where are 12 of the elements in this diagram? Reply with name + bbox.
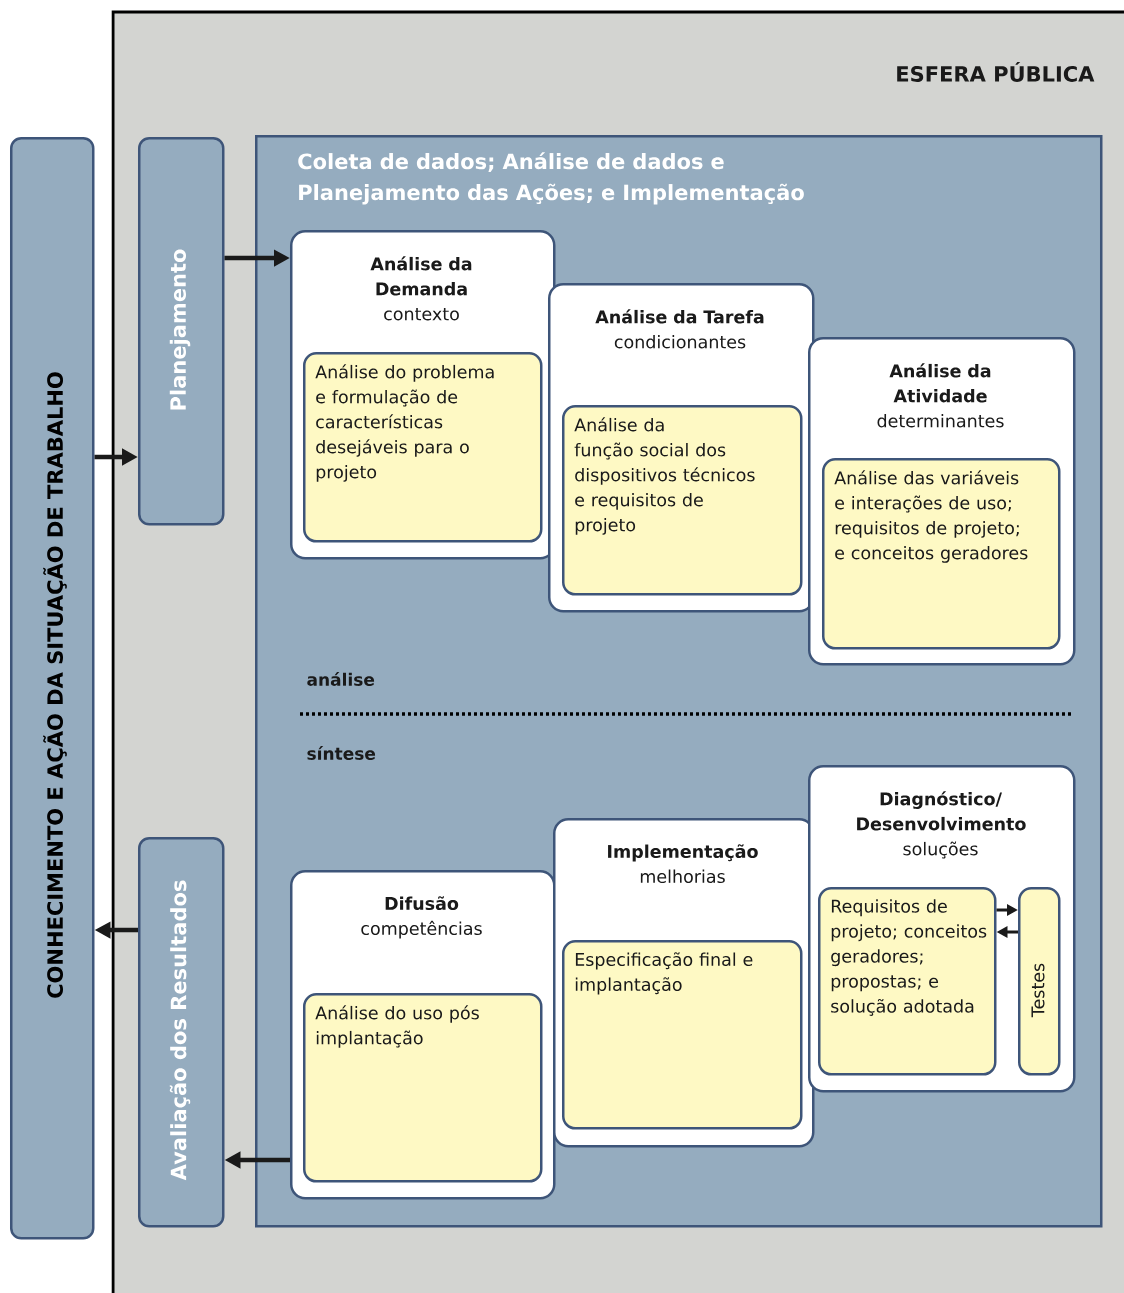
note-box: Análise do problema e formulação de características desejáveis para o projeto bbox=[303, 352, 543, 543]
vertical-bar: Planejamento bbox=[138, 137, 225, 526]
note-box: Testes bbox=[1018, 887, 1061, 1076]
section-label: análise bbox=[307, 672, 375, 686]
note-box: Análise da função social dos dispositivos técnicos e requisitos de projeto bbox=[562, 405, 803, 596]
note-box: Especificação final e implantação bbox=[562, 940, 803, 1130]
vertical-bar: Avaliação dos Resultados bbox=[138, 837, 225, 1228]
section-label: síntese bbox=[307, 746, 376, 760]
vertical-bar: CONHECIMENTO E AÇÃO DA SITUAÇÃO DE TRABALHO bbox=[10, 137, 95, 1240]
note-box: Análise das variáveis e interações de uso; requisitos de projeto; e conceitos geradores bbox=[822, 458, 1061, 650]
note-box: Análise do uso pós implantação bbox=[303, 993, 543, 1183]
note-box: Requisitos de projeto; conceitos geradores; propostas; e solução adotada bbox=[818, 887, 997, 1076]
